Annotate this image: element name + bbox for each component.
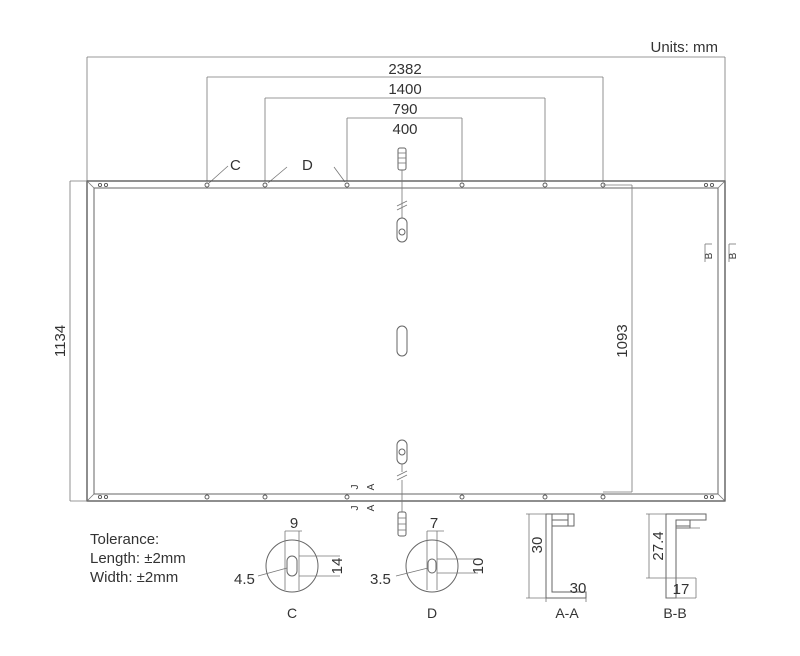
section-bb-height: 27.4 — [650, 531, 667, 560]
section-aa-width: 30 — [570, 580, 587, 597]
section-mark-b-left: B — [704, 252, 715, 259]
tolerance-title: Tolerance: — [90, 531, 159, 548]
callouts: C D — [208, 157, 346, 184]
tolerance-block: Tolerance: Length: ±2mm Width: ±2mm — [90, 531, 186, 586]
tolerance-width: Width: ±2mm — [90, 569, 178, 586]
detail-c: 9 14 4.5 C — [234, 515, 346, 621]
section-markers: A J A J B B — [350, 243, 739, 511]
callout-d: D — [302, 157, 313, 174]
callout-c: C — [230, 157, 241, 174]
detail-d-hole: 3.5 — [370, 571, 391, 588]
detail-c-label: C — [287, 605, 297, 621]
section-mark-a-lower: A — [366, 504, 377, 511]
dim-hole-span-400: 400 — [392, 121, 417, 138]
section-mark-a-upper: A — [366, 483, 377, 490]
dim-hole-span-vertical: 1093 — [614, 324, 631, 357]
tolerance-length: Length: ±2mm — [90, 550, 186, 567]
detail-d: 7 10 3.5 D — [370, 515, 487, 621]
section-aa-label: A-A — [555, 605, 579, 621]
vertical-dimensions: 1134 1093 — [52, 180, 633, 502]
detail-c-top: 9 — [290, 515, 298, 532]
detail-d-label: D — [427, 605, 437, 621]
dim-height-total: 1134 — [52, 325, 69, 357]
module-frame — [86, 180, 726, 502]
dim-hole-span-790: 790 — [392, 101, 417, 118]
section-aa-height: 30 — [529, 537, 546, 554]
section-mark-j-lower: J — [350, 506, 361, 511]
detail-d-top: 7 — [430, 515, 438, 532]
section-aa: 30 30 A-A — [526, 513, 587, 621]
detail-c-side: 14 — [329, 558, 346, 575]
junction-boxes — [396, 147, 408, 537]
section-bb-label: B-B — [663, 605, 686, 621]
top-dimensions: 2382 1400 790 400 — [86, 56, 726, 181]
section-mark-j-upper: J — [350, 485, 361, 490]
section-bb-width: 17 — [673, 581, 690, 598]
detail-c-hole: 4.5 — [234, 571, 255, 588]
section-bb: 27.4 17 B-B — [646, 513, 707, 621]
dim-hole-span-1400: 1400 — [388, 81, 421, 98]
detail-d-side: 10 — [470, 558, 487, 575]
dim-width-total: 2382 — [388, 61, 421, 78]
units-label: Units: mm — [651, 39, 719, 56]
section-mark-b-right: B — [728, 252, 739, 259]
